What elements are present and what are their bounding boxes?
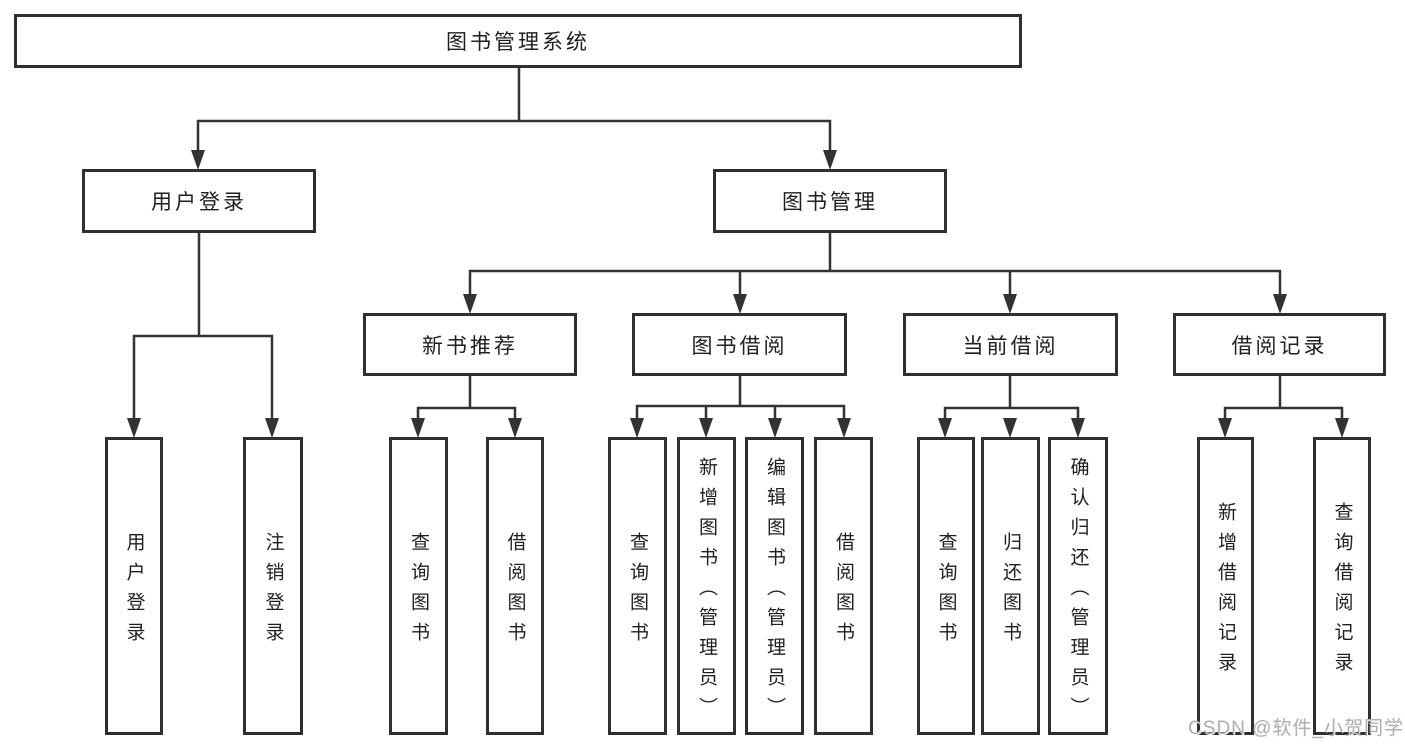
leaf-br-query-record: 查询借阅记录: [1313, 437, 1371, 735]
leaf-nb-borrow-books: 借阅图书: [486, 437, 544, 735]
leaf-cb-query-books: 查询图书: [917, 437, 975, 735]
leaf-bb-borrow-books: 借阅图书: [814, 437, 873, 735]
node-book-management: 图书管理: [713, 169, 947, 233]
leaf-cb-return-books-label: 归还图书: [1000, 531, 1021, 652]
leaf-cb-confirm-return-admin: 确认归还（管理员）: [1048, 437, 1108, 735]
node-borrow-records-label: 借阅记录: [1231, 334, 1328, 358]
leaf-cb-confirm-return-admin-label: 确认归还（管理员）: [1067, 456, 1089, 727]
leaf-br-query-record-label: 查询借阅记录: [1331, 501, 1353, 682]
leaf-bb-borrow-books-label: 借阅图书: [833, 531, 854, 652]
node-new-book-recommend-label: 新书推荐: [422, 334, 518, 358]
node-root-label: 图书管理系统: [446, 31, 590, 54]
leaf-bb-add-books-admin: 新增图书（管理员）: [677, 437, 736, 735]
leaf-nb-query-books: 查询图书: [389, 437, 448, 735]
leaf-bb-query-books: 查询图书: [608, 437, 667, 735]
leaf-bb-add-books-admin-label: 新增图书（管理员）: [696, 456, 717, 727]
leaf-user-login-label: 用户登录: [123, 531, 145, 652]
leaf-bb-query-books-label: 查询图书: [627, 531, 648, 652]
csdn-watermark: CSDN @软件_小贺同学: [1188, 718, 1404, 739]
node-user-login: 用户登录: [82, 169, 316, 233]
leaf-cb-return-books: 归还图书: [981, 437, 1040, 735]
node-user-login-label: 用户登录: [151, 191, 247, 214]
node-current-borrow-label: 当前借阅: [962, 334, 1059, 358]
node-borrow-records: 借阅记录: [1173, 313, 1386, 376]
node-book-borrow-label: 图书借阅: [691, 334, 788, 358]
node-new-book-recommend: 新书推荐: [363, 313, 577, 376]
leaf-br-add-record: 新增借阅记录: [1197, 437, 1254, 735]
leaf-bb-edit-books-admin: 编辑图书（管理员）: [745, 437, 804, 735]
leaf-br-add-record-label: 新增借阅记录: [1215, 501, 1236, 682]
leaf-nb-borrow-books-label: 借阅图书: [504, 531, 526, 652]
node-book-borrow: 图书借阅: [632, 313, 847, 376]
node-root: 图书管理系统: [14, 14, 1022, 68]
leaf-nb-query-books-label: 查询图书: [408, 531, 429, 652]
leaf-user-login: 用户登录: [105, 437, 163, 735]
leaf-cb-query-books-label: 查询图书: [935, 531, 957, 652]
leaf-bb-edit-books-admin-label: 编辑图书（管理员）: [764, 456, 785, 727]
leaf-logout: 注销登录: [243, 437, 303, 735]
node-current-borrow: 当前借阅: [903, 313, 1118, 376]
node-book-management-label: 图书管理: [782, 191, 878, 214]
leaf-logout-label: 注销登录: [262, 531, 284, 652]
